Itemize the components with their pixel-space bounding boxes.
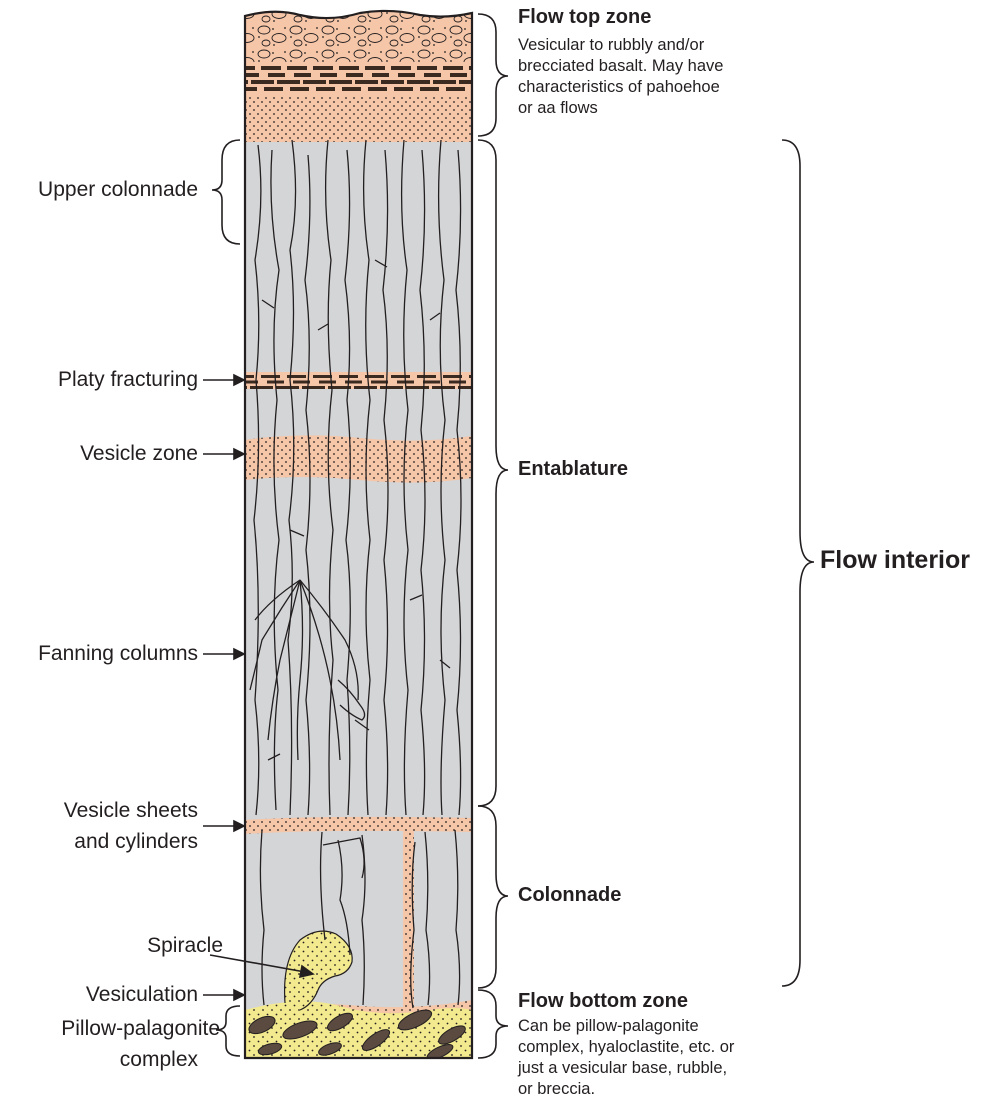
- colonnade-title: Colonnade: [518, 884, 621, 907]
- flow-bottom-brace: [478, 990, 508, 1058]
- entablature-title: Entablature: [518, 458, 628, 481]
- label-spiracle: Spiracle: [147, 933, 223, 959]
- label-vesicle-sheets-line1: Vesicle sheets: [64, 798, 198, 824]
- label-fanning-columns: Fanning columns: [38, 641, 198, 667]
- flow-interior-brace: [782, 140, 814, 986]
- entablature-brace: [478, 140, 508, 806]
- flow-bottom-title: Flow bottom zone: [518, 990, 688, 1013]
- flow-top-title: Flow top zone: [518, 6, 651, 29]
- flow-bottom-desc-4: or breccia.: [518, 1079, 595, 1100]
- flow-top-desc-2: brecciated basalt. May have: [518, 56, 723, 77]
- flow-bottom-desc-2: complex, hyaloclastite, etc. or: [518, 1037, 734, 1058]
- label-vesicle-zone: Vesicle zone: [80, 441, 198, 467]
- flow-top-desc-3: characteristics of pahoehoe: [518, 77, 720, 98]
- label-vesicle-sheets-line2: and cylinders: [74, 829, 198, 855]
- label-vesiculation: Vesiculation: [86, 982, 198, 1008]
- label-platy-fracturing: Platy fracturing: [58, 367, 198, 393]
- flow-interior-title: Flow interior: [820, 546, 970, 575]
- flow-bottom-desc-1: Can be pillow-palagonite: [518, 1016, 699, 1037]
- flow-bottom-desc-3: just a vesicular base, rubble,: [518, 1058, 727, 1079]
- flow-top-desc-4: or aa flows: [518, 98, 598, 119]
- flow-top-desc-1: Vesicular to rubbly and/or: [518, 35, 704, 56]
- colonnade-brace: [478, 806, 508, 988]
- label-pillow-line1: Pillow-palagonite: [61, 1016, 220, 1042]
- rock-column-fill: [245, 0, 472, 1062]
- label-pillow-line2: complex: [120, 1047, 198, 1073]
- left-braces: [212, 140, 240, 1056]
- upper-colonnade-brace: [212, 140, 240, 244]
- label-upper-colonnade: Upper colonnade: [38, 177, 198, 203]
- flow-top-brace: [478, 14, 508, 136]
